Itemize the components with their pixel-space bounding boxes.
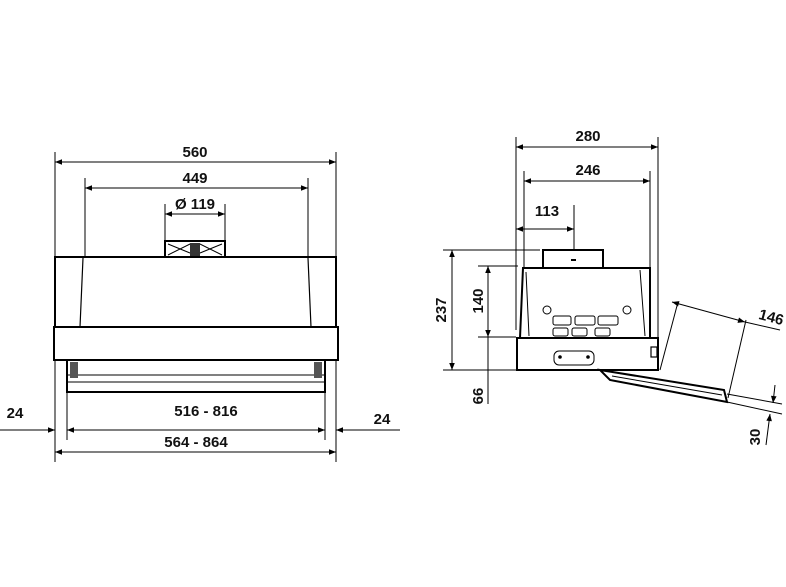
hood-front-panel [53,326,339,361]
label-depth-body: 246 [575,162,600,179]
label-width-overall: 560 [182,144,207,161]
label-height-overall: 237 [433,297,450,322]
side-view: 280 246 113 237 140 66 [433,128,785,445]
label-tray-depth: 146 [757,306,786,329]
label-overall-range: 564 - 864 [164,434,228,451]
side-tray [597,368,729,404]
label-depth-overall: 280 [575,128,600,145]
label-offset-right: 24 [374,411,391,428]
label-duct-diameter: Ø 119 [175,196,215,213]
front-view: 560 449 Ø 119 516 - 816 564 - 864 24 24 [0,144,400,462]
label-height-body: 140 [470,288,487,313]
label-duct-offset: 113 [535,203,559,220]
label-width-inner: 449 [182,170,207,187]
label-height-lower: 66 [470,388,487,405]
hood-body [54,256,337,328]
extractable-slider [66,359,326,393]
label-tray-drop: 30 [747,429,764,446]
dim-30 [770,384,777,404]
label-offset-left: 24 [7,405,24,422]
label-extension-range: 516 - 816 [174,403,237,420]
dim-146 [671,301,746,323]
